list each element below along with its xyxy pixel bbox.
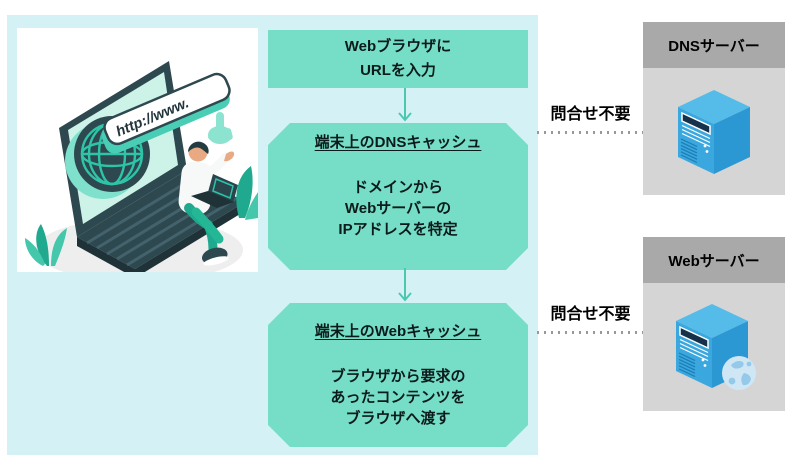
web-cache-line3: ブラウザへ渡す: [345, 410, 451, 427]
web-server-icon: [676, 304, 756, 390]
flow-step1-line1: Webブラウザに: [344, 38, 452, 55]
browser-illustration-art: http://www.: [25, 61, 258, 282]
dns-no-query-label: 問合せ不要: [550, 106, 631, 123]
hand-cursor-icon: [208, 112, 233, 144]
web-no-query-label: 問合せ不要: [550, 306, 631, 323]
dns-server-card: DNSサーバー: [643, 22, 785, 195]
flow-step-dns-cache: 端末上のDNSキャッシュ ドメインから Webサーバーの IPアドレスを特定: [268, 123, 528, 270]
dns-cache-body: ドメインから Webサーバーの IPアドレスを特定: [338, 177, 457, 240]
plant-left-icon: [25, 224, 67, 266]
flow-panel: http://www.: [7, 15, 538, 455]
url-bar: http://www.: [101, 72, 231, 154]
web-dotted-connector: [537, 331, 645, 334]
dns-server-body: [643, 68, 785, 195]
person: [178, 141, 238, 266]
dns-cache-line2: Webサーバーの: [344, 200, 452, 217]
web-cache-line2: あったコンテンツを: [330, 389, 466, 406]
dns-dotted-connector: [537, 131, 645, 134]
web-server-card: Webサーバー: [643, 237, 785, 411]
flow-step-web-cache: 端末上のWebキャッシュ ブラウザから要求の あったコンテンツを ブラウザへ渡す: [268, 303, 528, 447]
web-cache-title: 端末上のWebキャッシュ: [314, 323, 482, 340]
dns-cache-line3: IPアドレスを特定: [338, 221, 458, 238]
dns-server-title: DNSサーバー: [643, 22, 785, 68]
web-server-title: Webサーバー: [643, 237, 785, 283]
plant-right-icon: [236, 166, 258, 220]
flow-step1-line2: URLを入力: [360, 62, 436, 79]
arrow-down-icon: [398, 88, 412, 122]
dns-server-icon: [678, 89, 750, 174]
web-cache-line1: ブラウザから要求の: [330, 368, 466, 385]
web-server-body: [643, 283, 785, 411]
globe-icon: [722, 356, 756, 390]
dns-cache-line1: ドメインから: [352, 179, 443, 196]
web-cache-body: ブラウザから要求の あったコンテンツを ブラウザへ渡す: [330, 366, 465, 429]
arrow-down-icon: [398, 268, 412, 302]
dns-cache-title: 端末上のDNSキャッシュ: [314, 134, 482, 151]
flow-step-url-input: Webブラウザに URLを入力: [268, 30, 528, 88]
browser-illustration: http://www.: [17, 28, 258, 282]
